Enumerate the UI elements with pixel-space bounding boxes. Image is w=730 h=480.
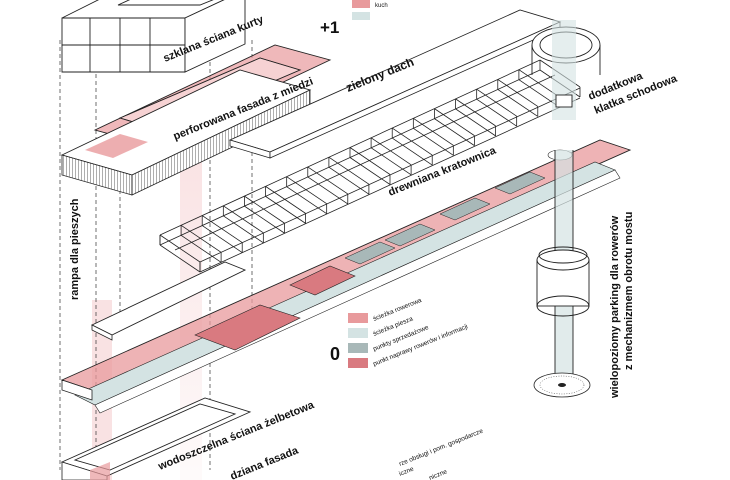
main-deck bbox=[60, 139, 632, 414]
label-bike-parking-1: wielopoziomy parking dla rowerów bbox=[609, 215, 621, 399]
bike-parking-tower bbox=[533, 150, 591, 398]
glass-box bbox=[61, 0, 246, 73]
timber-truss bbox=[159, 59, 581, 273]
legend-mid-1: ścieżka rowerowa bbox=[372, 297, 423, 323]
legend-bottom-3: niczne bbox=[428, 468, 448, 480]
label-facade-bottom: dziana fasada bbox=[229, 444, 301, 480]
legend-bottom-1: rze obsługi i pom. gospodarcze bbox=[398, 428, 484, 468]
legend-mid-swatches bbox=[348, 313, 368, 368]
legend-top-item1: kuch bbox=[375, 3, 388, 9]
label-timber-truss: drewniana kratownica bbox=[387, 144, 499, 199]
label-pedestrian-ramp: rampa dla pieszych bbox=[69, 198, 81, 300]
label-bike-parking-2: z mechanizmem obrotu mostu bbox=[623, 212, 635, 370]
hatched-slab bbox=[60, 69, 312, 196]
label-level-plus1: +1 bbox=[320, 18, 339, 37]
bottom-box bbox=[60, 397, 252, 480]
legend-top-swatch-2 bbox=[352, 12, 370, 20]
label-level-0: 0 bbox=[330, 344, 340, 364]
pedestrian-ramp-shape bbox=[90, 261, 247, 341]
round-staircase-top bbox=[531, 20, 601, 120]
legend-top-swatch-1 bbox=[352, 0, 370, 8]
pink-projection-column bbox=[180, 150, 202, 480]
